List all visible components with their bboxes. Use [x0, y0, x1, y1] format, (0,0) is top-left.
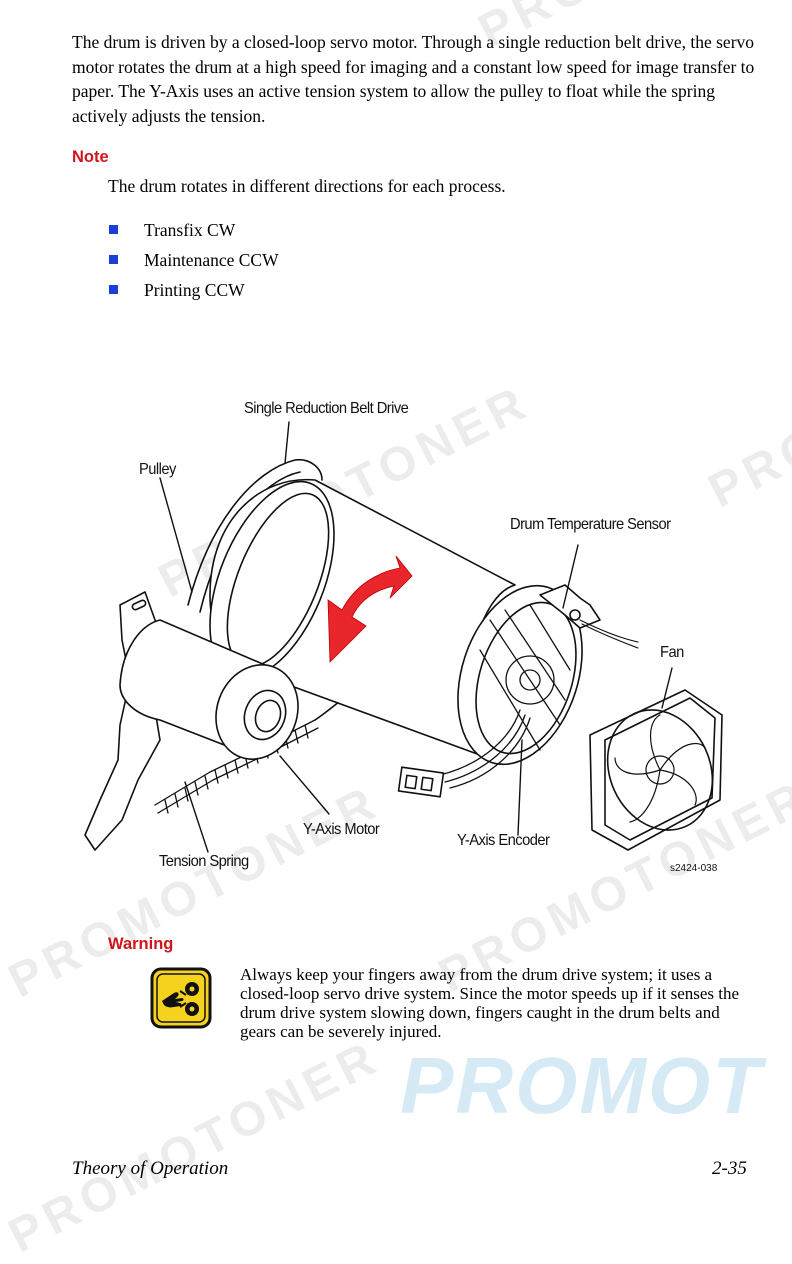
list-item: Maintenance CCW	[108, 248, 279, 278]
list-item: Transfix CW	[108, 218, 279, 248]
list-item-text: Printing CCW	[144, 280, 245, 300]
drum-drive-figure: Single Reduction Belt Drive Pulley Drum …	[60, 380, 760, 900]
drum-drive-illustration	[84, 421, 723, 853]
warning-text: Always keep your fingers away from the d…	[240, 965, 740, 1041]
pinch-hazard-icon	[150, 967, 212, 1029]
label-fan: Fan	[660, 644, 684, 661]
footer-section: Theory of Operation	[72, 1158, 229, 1179]
rotation-arrow-icon	[327, 555, 413, 663]
label-temp-sensor: Drum Temperature Sensor	[510, 516, 671, 533]
label-spring: Tension Spring	[159, 853, 249, 870]
bullet-square-icon	[109, 285, 118, 294]
label-motor: Y-Axis Motor	[303, 821, 380, 838]
list-item: Printing CCW	[108, 278, 279, 308]
watermark-logo: PROMOT	[400, 1041, 764, 1130]
process-list: Transfix CW Maintenance CCW Printing CCW	[108, 218, 279, 308]
label-encoder: Y-Axis Encoder	[457, 832, 550, 849]
warning-heading: Warning	[108, 935, 174, 953]
body-paragraph: The drum is driven by a closed-loop serv…	[72, 32, 755, 126]
label-pulley: Pulley	[139, 461, 176, 478]
footer-page-number: 2-35	[712, 1158, 747, 1179]
figure-id: s2424-038	[670, 863, 718, 874]
list-item-text: Maintenance CCW	[144, 250, 279, 270]
bullet-square-icon	[109, 255, 118, 264]
watermark: PROMOTONER	[0, 1030, 389, 1264]
note-text: The drum rotates in different directions…	[108, 176, 506, 196]
note-heading: Note	[72, 148, 109, 166]
label-belt-drive: Single Reduction Belt Drive	[244, 400, 409, 417]
bullet-square-icon	[109, 225, 118, 234]
list-item-text: Transfix CW	[144, 220, 236, 240]
